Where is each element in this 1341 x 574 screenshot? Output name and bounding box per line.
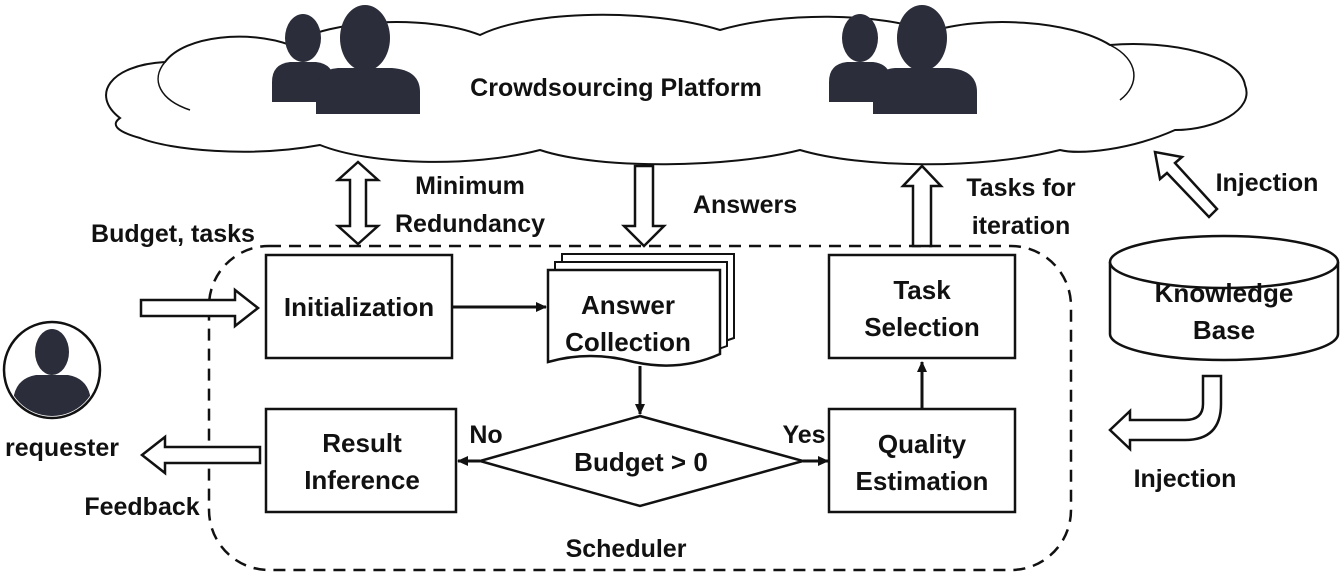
scheduler-label: Scheduler <box>566 535 687 563</box>
answer-collection-node <box>546 253 735 367</box>
initialization-label: Initialization <box>284 292 434 322</box>
quality-estimation-label-2: Estimation <box>856 466 989 496</box>
minimum-redundancy-label-1: Minimum <box>415 172 525 200</box>
result-inference-label-1: Result <box>322 428 402 458</box>
quality-estimation-label-1: Quality <box>878 429 967 459</box>
budget-tasks-label: Budget, tasks <box>91 220 255 248</box>
knowledge-base-label-2: Base <box>1193 315 1255 345</box>
injection-to-scheduler-arrow <box>1108 374 1223 452</box>
injection-top-label: Injection <box>1216 169 1319 197</box>
tasks-for-iteration-label-2: iteration <box>972 212 1071 240</box>
answers-arrow <box>620 164 668 248</box>
worker-group-icon <box>829 5 977 114</box>
knowledge-base-label-1: Knowledge <box>1155 278 1294 308</box>
answers-label: Answers <box>693 191 797 219</box>
quality-estimation-box <box>827 407 1017 514</box>
feedback-arrow <box>139 434 262 476</box>
worker-group-icon <box>272 5 420 114</box>
platform-title: Crowdsourcing Platform <box>470 74 762 102</box>
result-inference-box <box>264 407 458 514</box>
result-inference-label-2: Inference <box>304 465 420 495</box>
task-selection-label-1: Task <box>893 275 951 305</box>
minimum-redundancy-label-2: Redundancy <box>395 210 545 238</box>
tasks-for-iteration-arrow <box>900 164 944 248</box>
task-selection-box <box>827 253 1017 360</box>
injection-to-platform-arrow <box>1153 150 1219 219</box>
yes-label: Yes <box>782 421 825 449</box>
budget-check-diamond <box>475 414 808 508</box>
scheduler-container <box>207 244 1073 572</box>
answer-collection-label-2: Collection <box>565 327 691 357</box>
requester-label: requester <box>5 434 119 462</box>
feedback-label: Feedback <box>84 493 199 521</box>
knowledge-base-cylinder <box>1108 234 1340 362</box>
no-label: No <box>469 421 502 449</box>
injection-bottom-label: Injection <box>1134 465 1237 493</box>
budget-check-label: Budget > 0 <box>574 447 708 477</box>
task-selection-label-2: Selection <box>864 312 980 342</box>
requester-avatar-icon <box>2 320 102 420</box>
tasks-for-iteration-label-1: Tasks for <box>966 174 1076 202</box>
minimum-redundancy-arrow <box>334 160 382 246</box>
answer-collection-label-1: Answer <box>581 290 675 320</box>
budget-tasks-arrow <box>139 287 261 329</box>
